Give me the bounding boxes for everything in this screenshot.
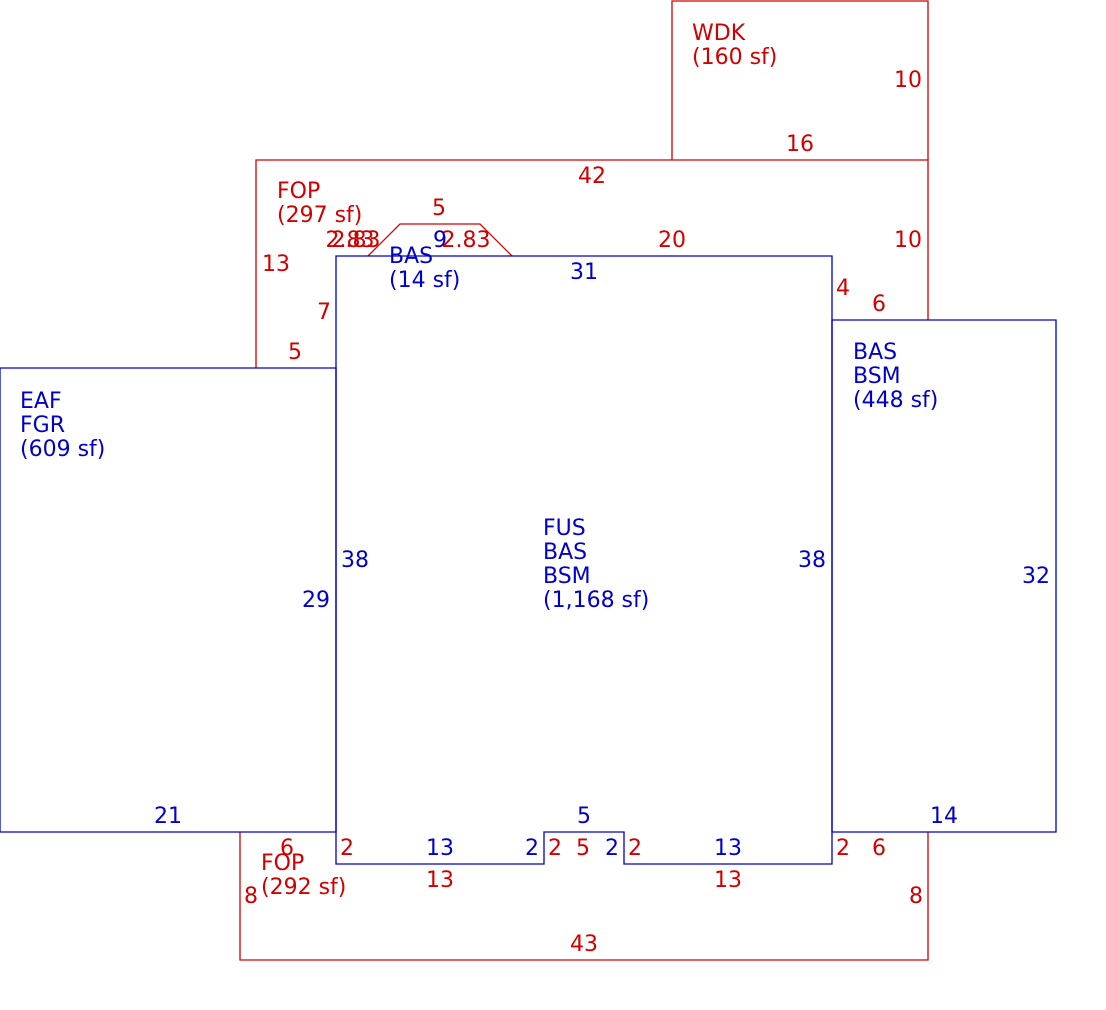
bas-small-area-label: BAS (14 sf) xyxy=(389,244,460,293)
blue-dimensions: 9 31 38 38 29 21 32 14 5 13 13 2 2 xyxy=(154,228,1050,861)
bas-bsm-area-line: (448 sf) xyxy=(853,388,938,413)
dimension-label: 21 xyxy=(154,804,182,829)
dimension-label: 16 xyxy=(786,132,814,157)
fop-top-area-line: FOP xyxy=(277,179,320,204)
dimension-label: 4 xyxy=(836,276,850,301)
dimension-label: 2 xyxy=(628,836,642,861)
dimension-label: 38 xyxy=(341,548,369,573)
fus-area-line: BSM xyxy=(543,564,591,589)
fop-top-area-line: (297 sf) xyxy=(277,203,362,228)
fus-area-label: FUS BAS BSM (1,168 sf) xyxy=(543,516,649,613)
dimension-label: 13 xyxy=(426,868,454,893)
bas-bsm-area-line: BSM xyxy=(853,364,901,389)
dimension-label: 10 xyxy=(894,68,922,93)
bas-bsm-area-line: BAS xyxy=(853,340,897,365)
dimension-label: 14 xyxy=(930,804,958,829)
dimension-label: 5 xyxy=(432,196,446,221)
dimension-label: 38 xyxy=(798,548,826,573)
blue-outlines xyxy=(0,255,1057,865)
bas-small-area-line: (14 sf) xyxy=(389,268,460,293)
fop-bottom-area-line: FOP xyxy=(261,851,304,876)
wdk-area-label: WDK (160 sf) xyxy=(692,21,777,70)
wdk-area-line: (160 sf) xyxy=(692,45,777,70)
dimension-label: 13 xyxy=(426,836,454,861)
fus-area-line: BAS xyxy=(543,540,587,565)
wdk-area-line: WDK xyxy=(692,21,746,46)
dimension-label: 13 xyxy=(714,836,742,861)
red-dimensions: 10 16 42 5 2.83 2.83 2.83 13 10 20 7 5 4… xyxy=(244,68,923,957)
fus-area-line: FUS xyxy=(543,516,586,541)
dimension-label: 32 xyxy=(1022,564,1050,589)
dimension-label: 7 xyxy=(317,300,331,325)
eaf-area-label: EAF FGR (609 sf) xyxy=(20,389,105,462)
dimension-label: 13 xyxy=(262,252,290,277)
eaf-area-line: (609 sf) xyxy=(20,437,105,462)
dimension-label: 13 xyxy=(714,868,742,893)
dimension-label: 43 xyxy=(570,932,598,957)
dimension-label: 2 xyxy=(836,836,850,861)
dimension-label: 2.83 xyxy=(326,228,375,253)
dimension-label: 2.83 xyxy=(332,228,381,253)
dimension-label: 20 xyxy=(658,228,686,253)
dimension-label: 29 xyxy=(302,588,330,613)
dimension-label: 2 xyxy=(548,836,562,861)
fop-bottom-area-line: (292 sf) xyxy=(261,875,346,900)
fop-bottom-area-label: FOP (292 sf) xyxy=(261,851,346,900)
eaf-area-line: FGR xyxy=(20,413,65,438)
bas-bsm-area-label: BAS BSM (448 sf) xyxy=(853,340,938,413)
wdk-outline xyxy=(671,0,929,160)
dimension-label: 8 xyxy=(909,884,923,909)
fop-top-outline xyxy=(255,159,929,368)
fop-bottom-outline xyxy=(239,832,929,961)
dimension-label: 2 xyxy=(605,836,619,861)
dimension-label: 31 xyxy=(570,260,598,285)
dimension-label: 2.83 xyxy=(442,228,491,253)
dimension-label: 2 xyxy=(525,836,539,861)
dimension-label: 8 xyxy=(244,884,258,909)
dimension-label: 10 xyxy=(894,228,922,253)
dimension-label: 6 xyxy=(280,836,294,861)
dimension-label: 6 xyxy=(872,836,886,861)
fop-bay-outline xyxy=(367,223,513,257)
dimension-label: 2 xyxy=(340,836,354,861)
bas-small-area-line: BAS xyxy=(389,244,433,269)
dimension-label: 5 xyxy=(576,836,590,861)
dimension-label: 5 xyxy=(577,804,591,829)
dimension-label: 6 xyxy=(872,292,886,317)
fus-area-line: (1,168 sf) xyxy=(543,588,649,613)
dimension-label: 9 xyxy=(433,228,447,253)
dimension-label: 42 xyxy=(578,164,606,189)
red-outlines xyxy=(239,0,929,961)
dimension-label: 5 xyxy=(288,340,302,365)
fop-top-area-label: FOP (297 sf) xyxy=(277,179,362,228)
fus-outline xyxy=(335,255,833,865)
eaf-area-line: EAF xyxy=(20,389,62,414)
